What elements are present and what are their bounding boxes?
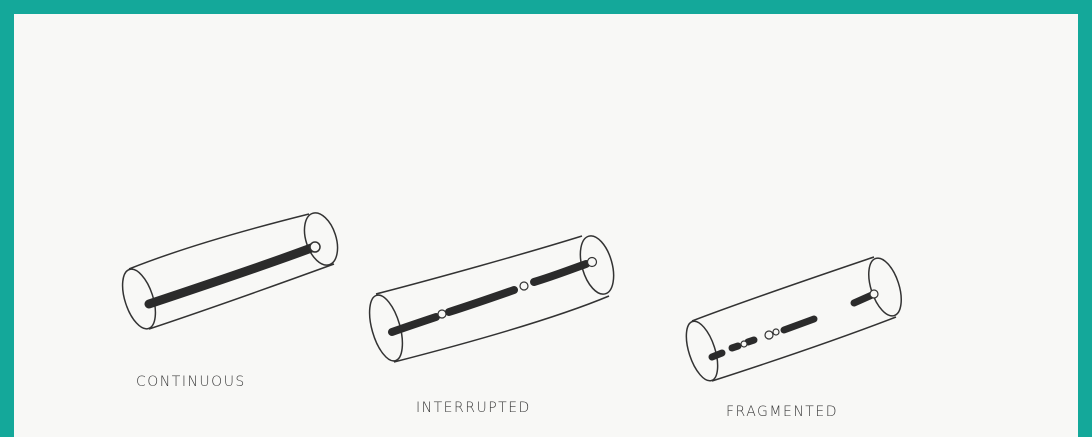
interrupted-core-segments [388, 260, 590, 336]
fragmented-core-pieces [708, 291, 876, 361]
interrupted-label: INTERRUPTED [416, 400, 531, 416]
interrupted-tube [368, 235, 615, 363]
interrupted-gaps [437, 256, 598, 319]
continuous-figure [109, 209, 349, 359]
continuous-tube [121, 212, 339, 330]
fragmented-label: FRAGMENTED [726, 404, 838, 420]
fragmented-figure [674, 239, 914, 389]
diagram-canvas: CONTINUOUS INTERRUPTED [14, 14, 1078, 437]
continuous-label: CONTINUOUS [136, 374, 246, 390]
interrupted-figure [354, 224, 624, 384]
continuous-core [144, 241, 321, 309]
fragmented-tube [685, 256, 902, 382]
fragmented-gaps [740, 289, 879, 348]
